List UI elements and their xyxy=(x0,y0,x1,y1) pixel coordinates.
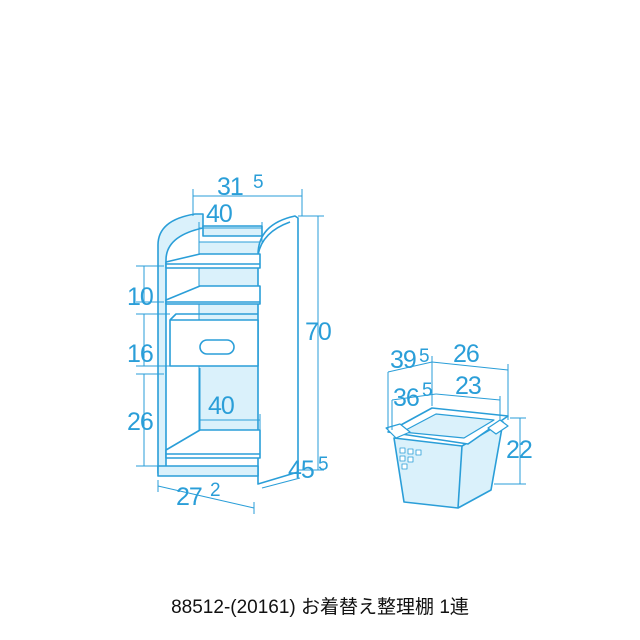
dim-base-width: 27 xyxy=(176,483,202,511)
dim-basket-inner-width: 23 xyxy=(455,372,481,400)
product-caption: 88512-(20161) お着替え整理棚 1連 xyxy=(171,597,469,618)
basket-front-edge xyxy=(457,445,463,509)
basket-vent-pattern xyxy=(399,447,422,470)
dim-height: 70 xyxy=(305,318,331,346)
shelf-unit xyxy=(157,213,299,485)
dim-depth-frac: 5 xyxy=(318,454,329,475)
drawer-handle xyxy=(199,339,235,355)
dim-width-frac: 5 xyxy=(253,172,264,193)
shelf-board-bottom xyxy=(165,429,261,459)
dim-basket-inner-depth-frac: 5 xyxy=(422,380,433,401)
dim-base-width-frac: 2 xyxy=(210,480,221,501)
dim-depth: 45 xyxy=(288,456,314,484)
dim-basket-inner-depth: 36 xyxy=(393,384,419,412)
dim-basket-outer-width: 26 xyxy=(453,340,479,368)
dim-inner-bottom: 40 xyxy=(208,392,234,420)
basket-dimension-lines xyxy=(387,356,526,485)
dim-width: 31 xyxy=(217,173,243,201)
basket-rim-inner xyxy=(401,413,495,439)
shelf-right-side-edge xyxy=(257,221,291,256)
shelf-dimension-lines xyxy=(136,189,324,514)
dim-bottom-section: 26 xyxy=(127,408,153,436)
basket xyxy=(385,407,509,509)
shelf-drawer-top xyxy=(169,313,258,321)
shelf-right-side xyxy=(257,215,299,485)
shelf-board-middle xyxy=(165,285,261,305)
dim-drawer-section: 16 xyxy=(127,340,153,368)
dim-inner-top: 40 xyxy=(206,200,232,228)
basket-handle-right xyxy=(487,419,509,435)
shelf-board-top xyxy=(165,253,261,269)
dim-basket-outer-depth: 39 xyxy=(390,346,416,374)
shelf-base xyxy=(157,465,259,477)
dim-basket-height: 22 xyxy=(506,436,532,464)
dim-top-section: 10 xyxy=(127,283,153,311)
dim-basket-outer-depth-frac: 5 xyxy=(419,346,430,367)
shelf-left-side xyxy=(157,213,204,474)
